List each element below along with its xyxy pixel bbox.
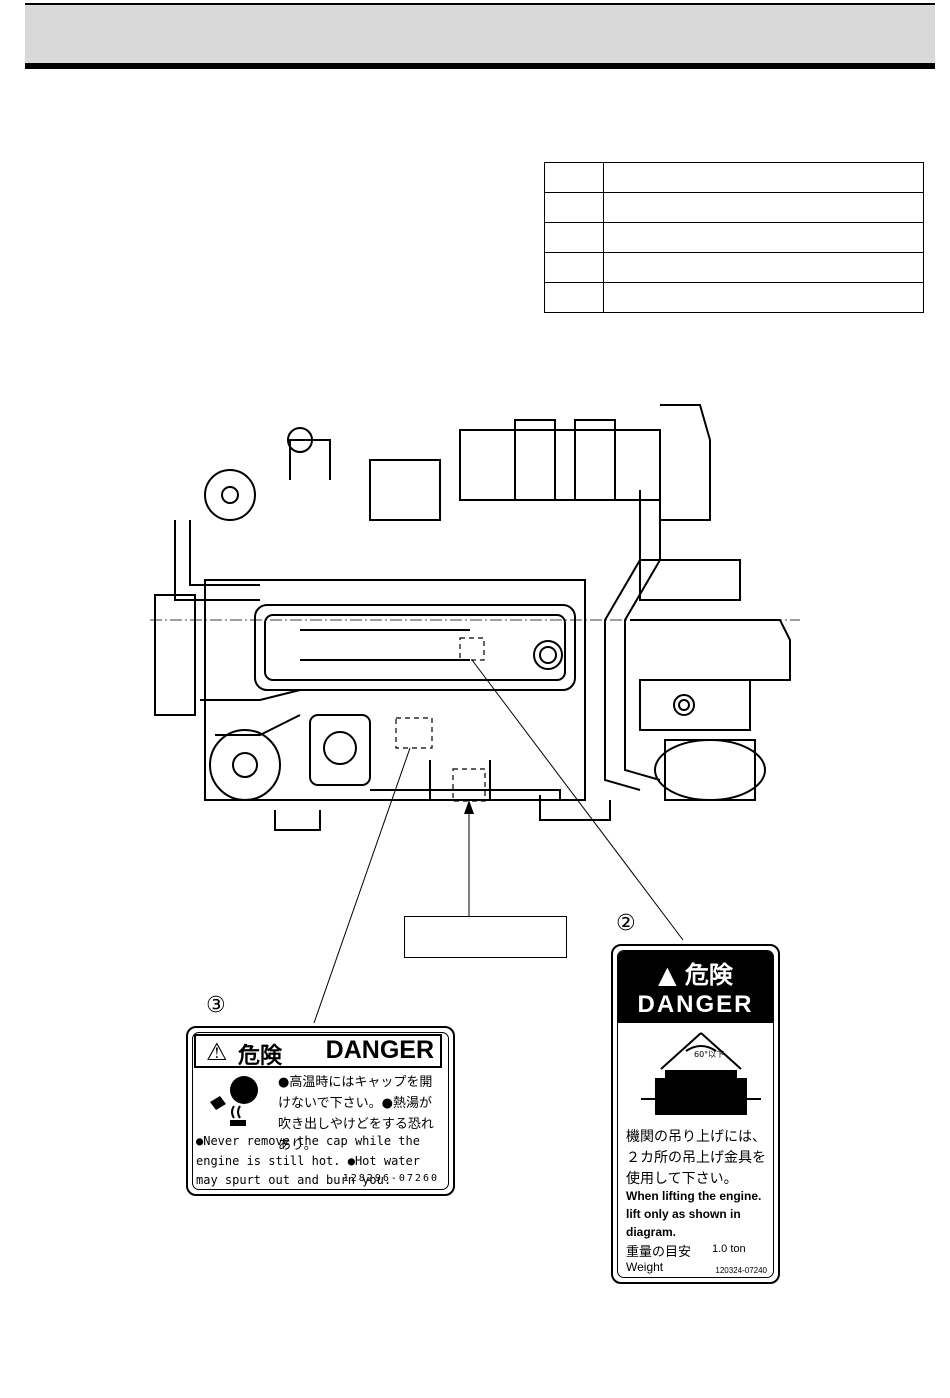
leader-label2 (471, 659, 684, 941)
label3-warning-en: ●Never remove the cap while the engine i… (196, 1134, 420, 1187)
exhaust-elbow (654, 739, 766, 801)
label2-number: ② (616, 911, 636, 936)
warning-triangle-icon: ▲ (658, 961, 677, 989)
label2-title-band: ▲ 危険 DANGER (618, 951, 773, 1023)
label3-warning-jp: ●高温時にはキャップを開けないで下さい。●熱湯が吹き出しやけどをする恐れあり。 (278, 1075, 434, 1153)
label2-weight-en: Weight (626, 1260, 664, 1274)
label2-weight-jp: 重量の目安 (626, 1245, 692, 1260)
label2-part-number: 120324-07240 (715, 1266, 767, 1275)
label2-instruction-en: When lifting the engine. lift only as sh… (626, 1189, 762, 1239)
label3-position (395, 717, 433, 749)
coolant-pipe (604, 490, 641, 791)
label1-position (452, 768, 486, 802)
label2-title-en: DANGER (637, 991, 754, 1018)
label3-title-jp: 危険 (238, 1044, 283, 1069)
hot-steam-icon (210, 1076, 258, 1126)
label2-angle: 60°以下 (694, 1050, 724, 1059)
oil-filler-cap (533, 640, 563, 670)
header-rule (25, 63, 935, 69)
lifting-diagram-icon: 60°以下 (641, 1032, 761, 1115)
danger-label-lifting: ▲ 危険 DANGER 60°以下 機関の吊り上げには、２カ所の吊上げ金具を使用… (611, 944, 780, 1284)
valve-cover (254, 604, 576, 691)
label-legend-table (544, 162, 924, 313)
intake-manifold (459, 429, 661, 501)
label2-position (459, 637, 485, 661)
thermostat-housing (309, 714, 371, 786)
label1-callout-box (404, 916, 567, 958)
arrow-marker (464, 800, 474, 814)
warning-triangle-icon: ⚠ (206, 1038, 228, 1066)
label3-number: ③ (206, 993, 226, 1018)
danger-label-hot-cap: ⚠ 危険 DANGER ●高温時にはキャップを開けないで下さい。●熱湯が吹き出し… (186, 1026, 455, 1196)
table-row (544, 162, 924, 193)
page-header-band (25, 3, 935, 65)
label3-title-en: DANGER (325, 1036, 434, 1064)
label2-instruction-jp: 機関の吊り上げには、２カ所の吊上げ金具を使用して下さい。 (626, 1129, 766, 1187)
pulley (204, 469, 256, 521)
label2-weight-value: 1.0 ton (712, 1243, 746, 1255)
table-row (544, 282, 924, 313)
label3-title: ⚠ 危険 DANGER (194, 1034, 442, 1069)
front-pulley (209, 729, 281, 801)
label2-title-jp: 危険 (684, 961, 733, 989)
leader-label3 (313, 747, 411, 1024)
label3-part-number: 128296-07260 (342, 1173, 439, 1184)
